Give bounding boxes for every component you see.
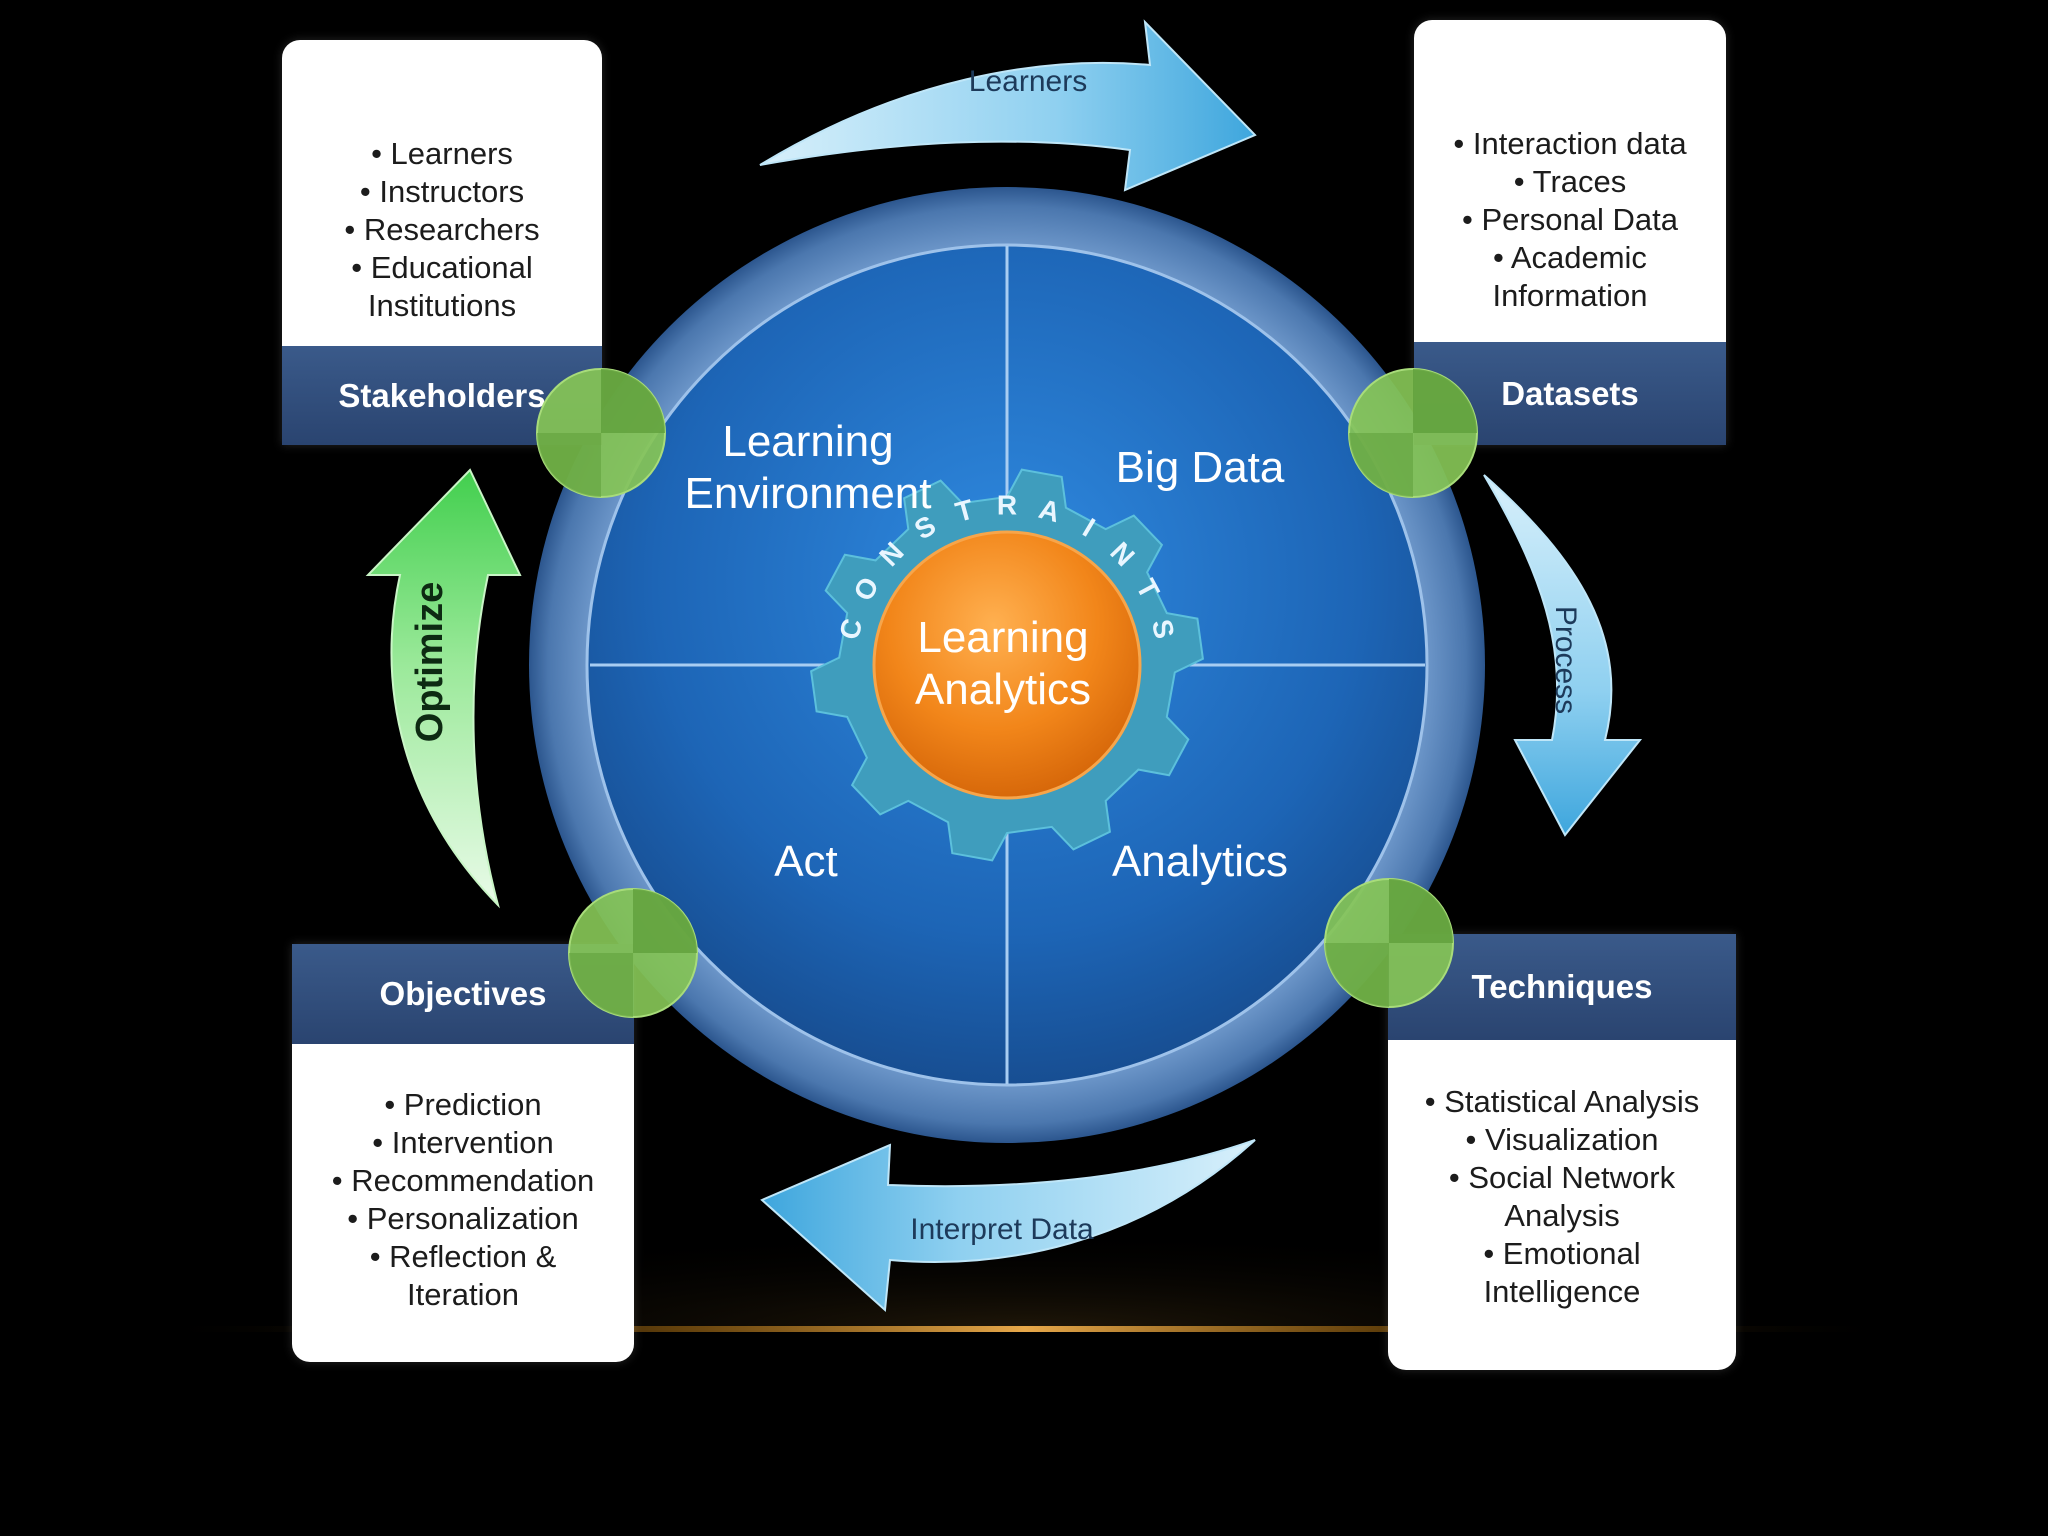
arrow-process xyxy=(1483,474,1643,837)
quadrant-label-big-data: Big Data xyxy=(1116,443,1285,492)
stakeholders-item: Learners xyxy=(371,135,513,173)
stakeholders-card: LearnersInstructorsResearchersEducationa… xyxy=(282,40,602,445)
arrow-interpret-data xyxy=(760,1139,1256,1313)
arrow-label-interpret-data: Interpret Data xyxy=(910,1213,1094,1246)
techniques-item: Statistical Analysis xyxy=(1425,1083,1699,1121)
datasets-item: Academic Information xyxy=(1492,239,1647,315)
quadrant-label-learning-environment-line1: Learning xyxy=(722,417,893,466)
stakeholders-item: Instructors xyxy=(360,173,524,211)
inner-circle-edge xyxy=(585,243,1429,1087)
techniques-item: Emotional Intelligence xyxy=(1483,1235,1641,1311)
datasets-item: Traces xyxy=(1514,163,1627,201)
objectives-item: Recommendation xyxy=(332,1162,594,1200)
horizon-line xyxy=(150,1326,1900,1332)
datasets-list: Interaction dataTracesPersonal DataAcade… xyxy=(1414,90,1726,350)
center-label-line2: Analytics xyxy=(915,665,1091,714)
arrow-label-learners: Learners xyxy=(969,65,1087,98)
objectives-item: Reflection & Iteration xyxy=(370,1238,556,1314)
objectives-list: PredictionInterventionRecommendationPers… xyxy=(292,1062,634,1338)
datasets-title: Datasets xyxy=(1414,342,1726,445)
quadrant-label-learning-environment-line2: Environment xyxy=(684,469,931,518)
arrow-optimize xyxy=(365,468,522,909)
objectives-item: Personalization xyxy=(347,1200,579,1238)
objectives-item: Intervention xyxy=(372,1124,554,1162)
center-circle xyxy=(872,530,1142,800)
techniques-item: Visualization xyxy=(1466,1121,1658,1159)
datasets-item: Interaction data xyxy=(1453,125,1687,163)
quadrant-label-analytics: Analytics xyxy=(1112,837,1288,886)
techniques-title: Techniques xyxy=(1388,934,1736,1040)
techniques-list: Statistical AnalysisVisualizationSocial … xyxy=(1388,1052,1736,1342)
stakeholders-item: Researchers xyxy=(344,211,540,249)
objectives-item: Prediction xyxy=(384,1086,542,1124)
arrow-label-optimize: Optimize xyxy=(409,582,451,742)
objectives-title: Objectives xyxy=(292,944,634,1044)
arrow-learners xyxy=(759,19,1257,192)
stakeholders-list: LearnersInstructorsResearchersEducationa… xyxy=(282,100,602,360)
stakeholders-item: Educational Institutions xyxy=(351,249,533,325)
techniques-card: Techniques Statistical AnalysisVisualiza… xyxy=(1388,934,1736,1370)
techniques-item: Social Network Analysis xyxy=(1449,1159,1675,1235)
quadrant-label-act: Act xyxy=(774,837,838,886)
datasets-card: Interaction dataTracesPersonal DataAcade… xyxy=(1414,20,1726,445)
arrow-label-process: Process xyxy=(1549,606,1582,714)
datasets-item: Personal Data xyxy=(1462,201,1678,239)
objectives-card: Objectives PredictionInterventionRecomme… xyxy=(292,944,634,1362)
center-label-line1: Learning xyxy=(917,613,1088,662)
stakeholders-title: Stakeholders xyxy=(282,346,602,445)
constraints-letter: R xyxy=(997,489,1017,520)
